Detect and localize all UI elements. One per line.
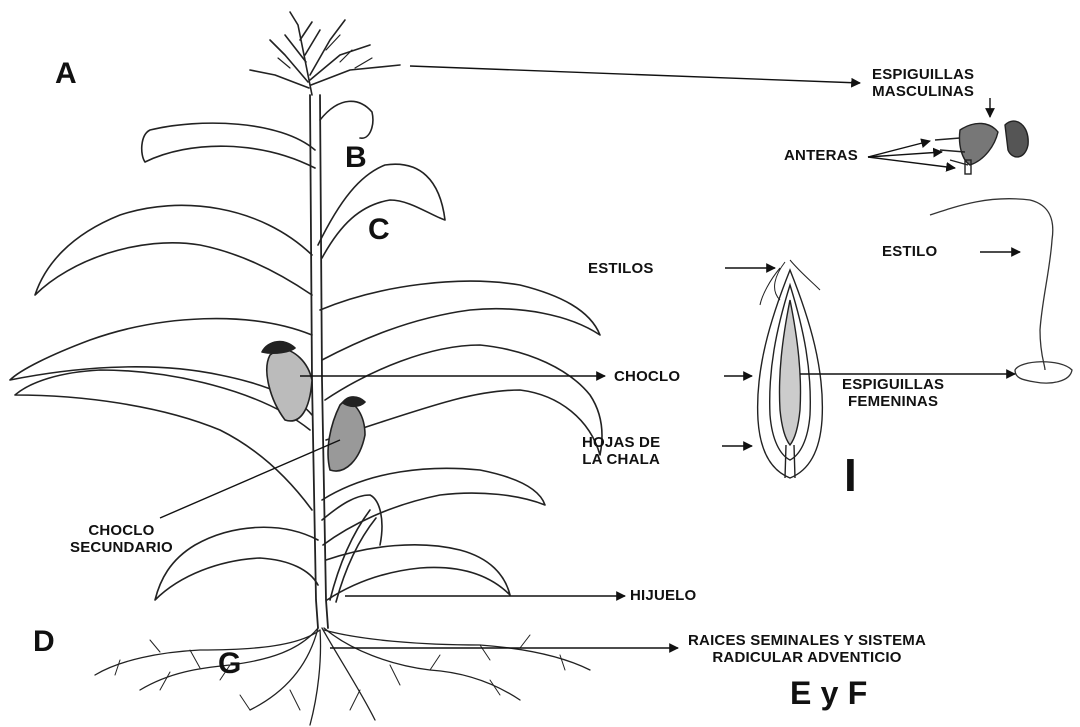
root-system — [95, 628, 590, 725]
letter-i: I — [844, 452, 857, 498]
tassel — [250, 12, 400, 95]
letter-a: A — [55, 58, 77, 90]
label-hojas-de-la-chala: HOJAS DE LA CHALA — [582, 434, 660, 468]
label-line: MASCULINAS — [872, 83, 974, 100]
male-spikelet-drawing — [935, 121, 1028, 174]
label-line: FEMENINAS — [842, 393, 944, 410]
label-line: CHOCLO — [70, 522, 173, 539]
label-line: LA CHALA — [582, 451, 660, 468]
letter-e-y-f: E y F — [790, 676, 867, 710]
maize-plant — [10, 12, 602, 725]
label-estilo: ESTILO — [882, 243, 937, 260]
letter-b: B — [345, 142, 367, 174]
label-estilos: ESTILOS — [588, 260, 654, 277]
label-choclo: CHOCLO — [614, 368, 680, 385]
label-line: RADICULAR ADVENTICIO — [688, 649, 926, 666]
label-line: RAICES SEMINALES Y SISTEMA — [688, 632, 926, 649]
label-raices: RAICES SEMINALES Y SISTEMA RADICULAR ADV… — [688, 632, 926, 666]
label-espiguillas-masculinas: ESPIGUILLAS MASCULINAS — [872, 66, 974, 100]
letter-c: C — [368, 214, 390, 246]
secondary-ear — [328, 397, 365, 471]
label-espiguillas-femeninas: ESPIGUILLAS FEMENINAS — [842, 376, 944, 410]
label-line: ESPIGUILLAS — [872, 66, 974, 83]
label-line: ESPIGUILLAS — [842, 376, 944, 393]
stalk — [310, 95, 328, 628]
label-line: HOJAS DE — [582, 434, 660, 451]
label-choclo-secundario: CHOCLO SECUNDARIO — [70, 522, 173, 556]
letter-g: G — [218, 648, 242, 680]
label-anteras: ANTERAS — [784, 147, 858, 164]
label-hijuelo: HIJUELO — [630, 587, 696, 604]
ear-cross-section — [758, 260, 823, 478]
main-ear — [262, 342, 312, 421]
letter-d: D — [33, 626, 55, 658]
style-drawing — [930, 199, 1072, 383]
label-line: SECUNDARIO — [70, 539, 173, 556]
